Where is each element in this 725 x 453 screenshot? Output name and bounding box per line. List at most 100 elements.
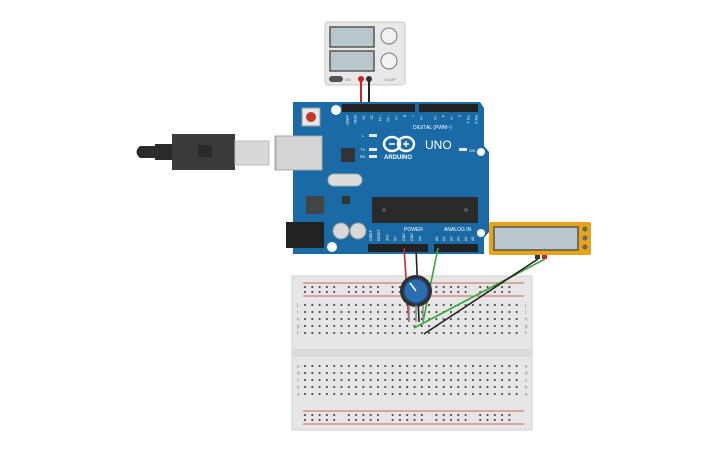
breadboard-hole[interactable] bbox=[486, 413, 489, 417]
breadboard-hole[interactable] bbox=[333, 290, 336, 294]
breadboard-hole[interactable] bbox=[311, 303, 314, 307]
breadboard-hole[interactable] bbox=[420, 378, 423, 382]
breadboard-hole[interactable] bbox=[420, 392, 423, 396]
breadboard-hole[interactable] bbox=[333, 364, 336, 368]
breadboard-hole[interactable] bbox=[398, 317, 401, 321]
breadboard-hole[interactable] bbox=[406, 331, 409, 335]
breadboard-hole[interactable] bbox=[384, 385, 387, 389]
breadboard-hole[interactable] bbox=[479, 285, 482, 289]
breadboard-hole[interactable] bbox=[493, 378, 496, 382]
breadboard-hole[interactable] bbox=[384, 303, 387, 307]
breadboard-hole[interactable] bbox=[515, 385, 518, 389]
breadboard-hole[interactable] bbox=[493, 385, 496, 389]
breadboard-hole[interactable] bbox=[464, 385, 467, 389]
breadboard-hole[interactable] bbox=[501, 324, 504, 328]
breadboard-hole[interactable] bbox=[325, 303, 328, 307]
power-supply[interactable]: ON COMP bbox=[324, 21, 406, 86]
breadboard-hole[interactable] bbox=[457, 317, 460, 321]
breadboard-hole[interactable] bbox=[398, 324, 401, 328]
breadboard-hole[interactable] bbox=[391, 331, 394, 335]
breadboard-hole[interactable] bbox=[406, 364, 409, 368]
breadboard-hole[interactable] bbox=[384, 331, 387, 335]
breadboard-hole[interactable] bbox=[325, 385, 328, 389]
breadboard-hole[interactable] bbox=[303, 285, 307, 289]
breadboard-hole[interactable] bbox=[428, 303, 431, 307]
breadboard-hole[interactable] bbox=[369, 324, 372, 328]
breadboard-hole[interactable] bbox=[362, 310, 365, 314]
breadboard-hole[interactable] bbox=[471, 324, 474, 328]
breadboard-hole[interactable] bbox=[428, 392, 431, 396]
breadboard-hole[interactable] bbox=[318, 310, 321, 314]
breadboard-hole[interactable] bbox=[435, 310, 438, 314]
breadboard-hole[interactable] bbox=[347, 331, 350, 335]
breadboard-hole[interactable] bbox=[464, 310, 467, 314]
breadboard-hole[interactable] bbox=[413, 378, 416, 382]
breadboard-hole[interactable] bbox=[493, 392, 496, 396]
breadboard-hole[interactable] bbox=[384, 310, 387, 314]
breadboard-hole[interactable] bbox=[369, 413, 372, 417]
breadboard-hole[interactable] bbox=[515, 392, 518, 396]
breadboard-hole[interactable] bbox=[435, 378, 438, 382]
breadboard-hole[interactable] bbox=[318, 331, 321, 335]
breadboard-hole[interactable] bbox=[501, 290, 504, 294]
breadboard-hole[interactable] bbox=[442, 324, 445, 328]
breadboard-hole[interactable] bbox=[508, 418, 511, 422]
breadboard-hole[interactable] bbox=[376, 385, 380, 389]
breadboard-hole[interactable] bbox=[449, 290, 453, 294]
breadboard-hole[interactable] bbox=[501, 317, 504, 321]
digital-header-right[interactable] bbox=[419, 104, 478, 112]
breadboard-hole[interactable] bbox=[303, 413, 307, 417]
breadboard-hole[interactable] bbox=[486, 364, 489, 368]
breadboard-hole[interactable] bbox=[508, 317, 511, 321]
breadboard-hole[interactable] bbox=[391, 303, 394, 307]
breadboard-hole[interactable] bbox=[384, 392, 387, 396]
breadboard-hole[interactable] bbox=[398, 385, 401, 389]
breadboard-hole[interactable] bbox=[376, 413, 380, 417]
breadboard-hole[interactable] bbox=[501, 392, 504, 396]
breadboard-hole[interactable] bbox=[303, 364, 307, 368]
breadboard-hole[interactable] bbox=[508, 285, 511, 289]
breadboard-hole[interactable] bbox=[311, 317, 314, 321]
breadboard-hole[interactable] bbox=[318, 303, 321, 307]
breadboard-hole[interactable] bbox=[347, 324, 350, 328]
breadboard-hole[interactable] bbox=[376, 290, 380, 294]
breadboard-hole[interactable] bbox=[362, 418, 365, 422]
breadboard-hole[interactable] bbox=[464, 324, 467, 328]
breadboard-hole[interactable] bbox=[508, 290, 511, 294]
breadboard-hole[interactable] bbox=[501, 371, 504, 375]
breadboard-hole[interactable] bbox=[355, 385, 358, 389]
breadboard-hole[interactable] bbox=[493, 324, 496, 328]
breadboard-hole[interactable] bbox=[311, 310, 314, 314]
breadboard-hole[interactable] bbox=[355, 371, 358, 375]
breadboard-hole[interactable] bbox=[464, 331, 467, 335]
breadboard-hole[interactable] bbox=[391, 290, 394, 294]
breadboard-hole[interactable] bbox=[384, 371, 387, 375]
breadboard-hole[interactable] bbox=[318, 317, 321, 321]
breadboard-hole[interactable] bbox=[515, 317, 518, 321]
breadboard-hole[interactable] bbox=[442, 290, 445, 294]
breadboard-hole[interactable] bbox=[479, 418, 482, 422]
breadboard-hole[interactable] bbox=[479, 413, 482, 417]
breadboard-hole[interactable] bbox=[413, 371, 416, 375]
breadboard-hole[interactable] bbox=[369, 303, 372, 307]
breadboard-hole[interactable] bbox=[508, 303, 511, 307]
breadboard-hole[interactable] bbox=[391, 371, 394, 375]
breadboard-hole[interactable] bbox=[376, 285, 380, 289]
power-header[interactable] bbox=[368, 244, 428, 252]
breadboard-hole[interactable] bbox=[303, 392, 307, 396]
breadboard-hole[interactable] bbox=[303, 290, 307, 294]
breadboard-hole[interactable] bbox=[376, 310, 380, 314]
breadboard-hole[interactable] bbox=[508, 371, 511, 375]
breadboard-hole[interactable] bbox=[449, 413, 453, 417]
breadboard-hole[interactable] bbox=[457, 285, 460, 289]
breadboard-hole[interactable] bbox=[391, 317, 394, 321]
breadboard-hole[interactable] bbox=[435, 290, 438, 294]
breadboard-hole[interactable] bbox=[391, 285, 394, 289]
breadboard-hole[interactable] bbox=[311, 385, 314, 389]
breadboard-hole[interactable] bbox=[449, 392, 453, 396]
breadboard-hole[interactable] bbox=[471, 385, 474, 389]
breadboard-hole[interactable] bbox=[479, 378, 482, 382]
breadboard-hole[interactable] bbox=[355, 392, 358, 396]
meter-terminal-v[interactable] bbox=[542, 255, 547, 259]
breadboard-hole[interactable] bbox=[471, 317, 474, 321]
